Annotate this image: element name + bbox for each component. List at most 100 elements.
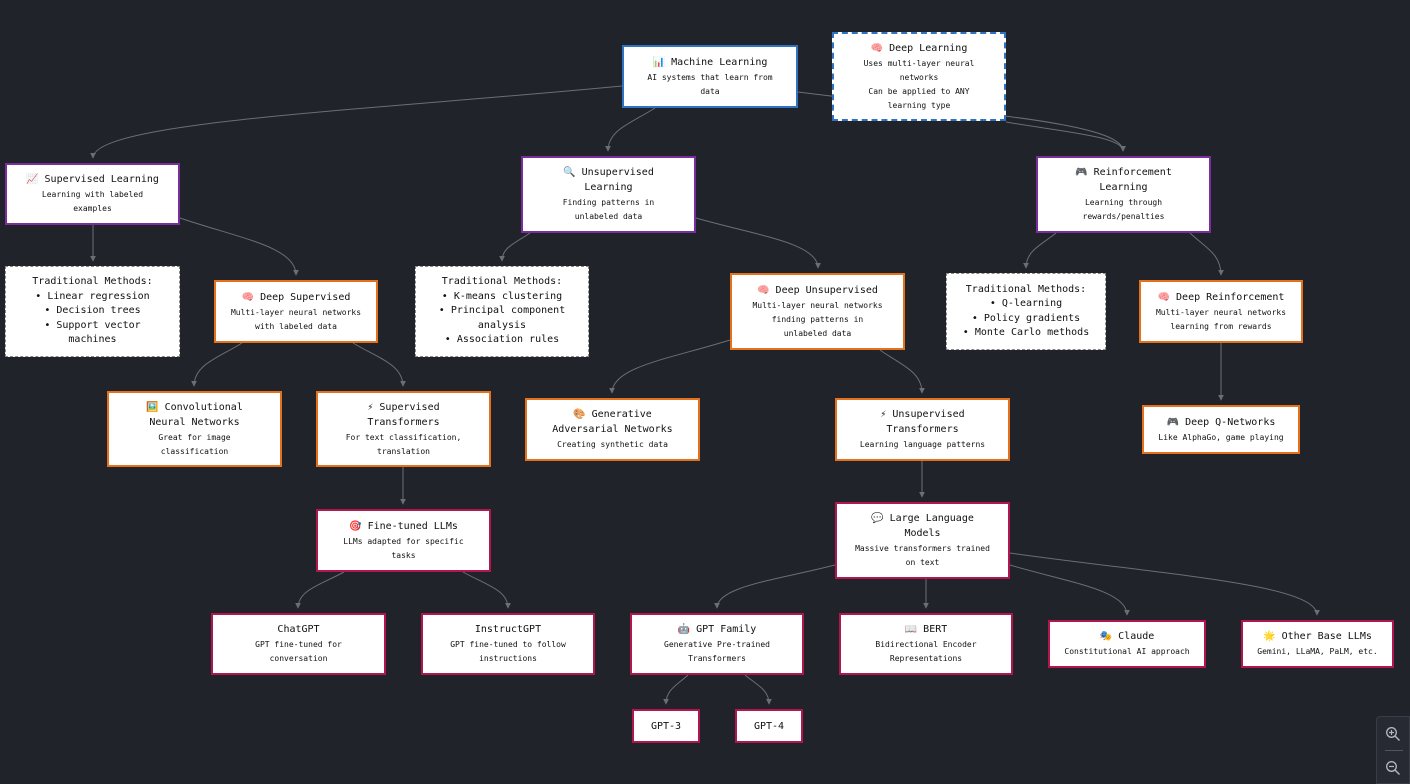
node-description: unlabeled data: [783, 328, 852, 338]
node-title: ⚡Unsupervised Transformers: [855, 407, 990, 437]
method-item: • Decision trees: [44, 305, 141, 317]
node-description: tasks: [391, 550, 416, 560]
method-item: • Monte Carlo methods: [962, 327, 1090, 338]
node-description: instructions: [479, 654, 537, 663]
node-description: on text: [905, 558, 940, 567]
node-description: Representations: [889, 654, 963, 663]
game-controller-icon: 🎮: [1166, 416, 1180, 428]
node-title: 🌟Other Base LLMs: [1263, 629, 1372, 644]
edge-gpt-gpt3: [663, 674, 689, 705]
book-icon: 📖: [904, 624, 918, 635]
method-item: • Principal component analysis: [438, 305, 566, 331]
brain-icon: 🧠: [1157, 291, 1171, 303]
node-t-ul[interactable]: Traditional Methods:• K-means clustering…: [415, 266, 589, 357]
edge-rl-trl: [1023, 232, 1057, 269]
zoom-controls: [1376, 716, 1410, 784]
node-t-sl[interactable]: Traditional Methods:• Linear regression•…: [5, 266, 180, 357]
node-description: GPT fine-tuned for: [255, 640, 342, 649]
node-description: Multi-layer neural networks: [1155, 307, 1287, 317]
game-controller-icon: 🎮: [1075, 167, 1088, 178]
edge-llm-other: [1009, 552, 1320, 616]
edge-du-gan: [609, 339, 731, 394]
node-description: Learning with labeled: [41, 190, 144, 199]
edge-gpt-gpt4: [744, 674, 772, 705]
edge-ul-tul: [499, 232, 531, 262]
edge-ml-ul: [605, 107, 656, 152]
node-title-text: Deep Q-Networks: [1185, 416, 1276, 428]
node-description: Multi-layer neural networks: [230, 307, 362, 317]
node-title-text: Convolutional Neural Networks: [149, 401, 243, 428]
node-description: Like AlphaGo, game playing: [1158, 432, 1284, 442]
node-description: networks: [899, 72, 939, 82]
palette-icon: 🎨: [573, 409, 586, 420]
node-description: Can be applied to ANY: [868, 86, 970, 96]
node-gpt4[interactable]: GPT-4: [735, 709, 803, 743]
node-title: InstructGPT: [475, 622, 541, 637]
traditional-methods-heading: Traditional Methods:: [441, 276, 563, 288]
node-description: LLMs adapted for specific: [343, 536, 464, 546]
node-title: 🧠Deep Unsupervised: [757, 283, 878, 298]
node-title-text: Deep Unsupervised: [775, 284, 878, 296]
method-item: • Linear regression: [35, 290, 150, 302]
target-icon: 🎯: [349, 520, 362, 532]
node-title-text: Claude: [1118, 631, 1155, 642]
node-description: Bidirectional Encoder: [875, 640, 977, 649]
node-title: ⚡Supervised Transformers: [336, 400, 471, 430]
edge-dl-rl: [1005, 121, 1126, 152]
node-title-text: Supervised Transformers: [367, 401, 440, 428]
node-description: conversation: [269, 654, 328, 663]
node-title-text: Unsupervised Learning: [581, 167, 654, 193]
node-title: 🧠Deep Reinforcement: [1158, 290, 1285, 305]
edge-ul-du: [695, 217, 821, 269]
node-title: GPT-4: [754, 719, 784, 734]
node-title-text: Machine Learning: [671, 56, 768, 68]
node-description: with labeled data: [255, 321, 337, 331]
node-title: 📈Supervised Learning: [26, 172, 159, 187]
node-description: Uses multi-layer neural: [863, 58, 975, 68]
node-description: Learning language patterns: [859, 440, 986, 449]
node-description: Massive transformers trained: [855, 544, 990, 553]
node-description: classification: [160, 446, 229, 456]
node-title-text: Reinforcement Learning: [1093, 167, 1172, 193]
node-title: 🔍 Unsupervised Learning: [541, 165, 676, 195]
node-title-text: Fine-tuned LLMs: [367, 520, 458, 532]
edge-ml-sl: [90, 85, 623, 159]
lightning-icon: ⚡: [367, 401, 374, 413]
zoom-out-icon: [1386, 761, 1400, 775]
node-title-text: Deep Learning: [889, 42, 968, 54]
node-t-rl[interactable]: Traditional Methods:• Q-learning• Policy…: [946, 273, 1106, 350]
bar-chart-icon: 📊: [652, 56, 666, 68]
magnifier-icon: 🔍: [563, 167, 576, 178]
zoom-in-button[interactable]: [1377, 718, 1409, 750]
node-description: data: [700, 86, 720, 96]
edge-llm-claude: [1009, 564, 1130, 616]
zoom-in-icon: [1386, 727, 1400, 741]
zoom-out-button[interactable]: [1377, 752, 1409, 784]
node-title: 🎮 Deep Q-Networks: [1167, 415, 1276, 430]
node-description: Creating synthetic data: [557, 440, 668, 449]
node-gpt3[interactable]: GPT-3: [632, 709, 700, 743]
